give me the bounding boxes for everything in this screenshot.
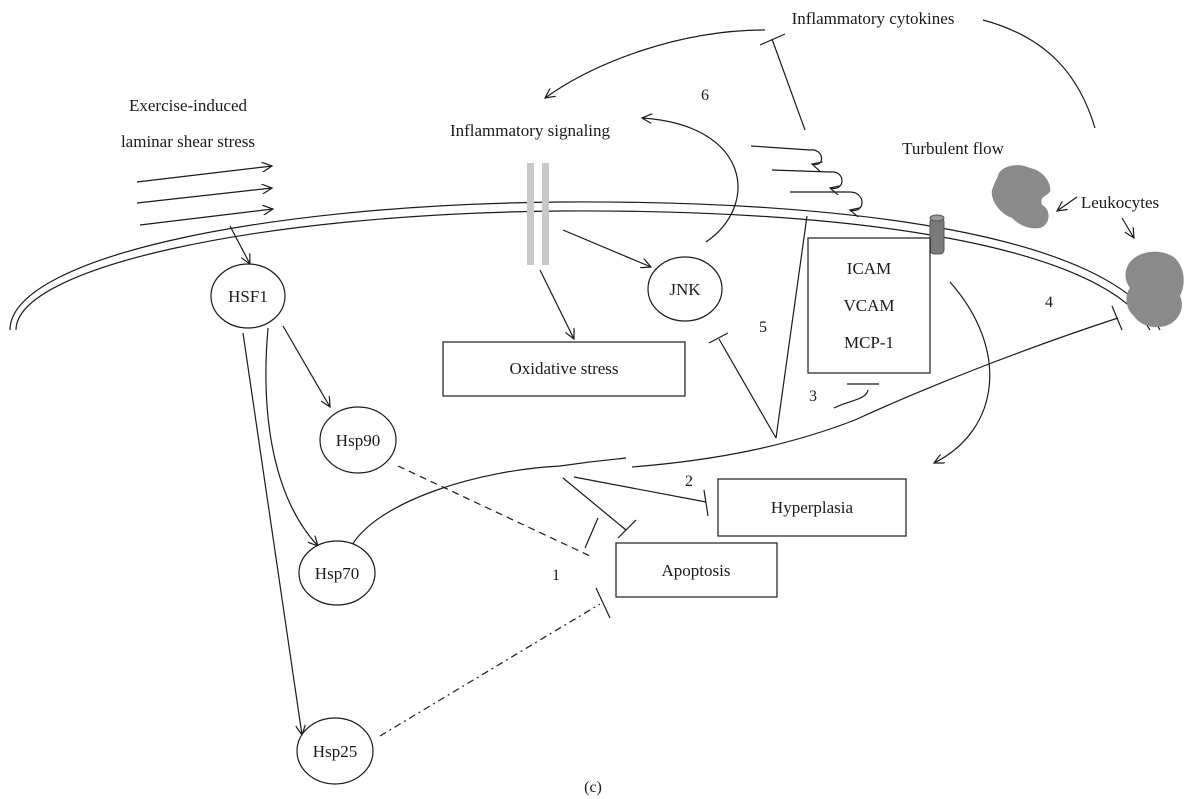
node-hsp70	[298, 540, 376, 606]
inhibition-lines	[351, 33, 1123, 619]
panel-caption: (c)	[584, 779, 602, 796]
leukocyte-blob	[991, 165, 1051, 229]
step-number-2: 2	[685, 473, 693, 490]
node-jnk	[647, 256, 723, 322]
label-leukocytes: Leukocytes	[1081, 193, 1159, 212]
step-number-1: 1	[552, 567, 560, 584]
shear-stress-arrows	[136, 166, 273, 226]
step-number-3: 3	[809, 388, 817, 405]
receptor-cylinder	[929, 214, 945, 255]
label-exercise-line2: laminar shear stress	[121, 132, 255, 151]
step-number-4: 4	[1045, 294, 1053, 311]
box-apoptosis-label: Apoptosis	[662, 561, 731, 580]
label-cytokines: Inflammatory cytokines	[792, 9, 955, 28]
hsp90-apoptosis-dashed	[397, 465, 591, 557]
label-inflammatory-signaling: Inflammatory signaling	[450, 121, 611, 140]
node-hsp25	[296, 717, 374, 785]
turbulent-flow-arrows	[750, 145, 863, 210]
membrane-channel	[527, 163, 549, 265]
box-adhesion-molecules	[807, 237, 931, 374]
hsp25-apoptosis-dashdot	[379, 603, 601, 737]
box-hyperplasia	[717, 478, 907, 537]
label-turbulent-flow: Turbulent flow	[902, 139, 1005, 158]
activation-arrows	[229, 19, 1134, 735]
label-exercise-line1: Exercise-induced	[129, 96, 247, 115]
box-apoptosis	[615, 542, 778, 598]
adhesion-mcp1-label: MCP-1	[844, 333, 894, 352]
step-number-6: 6	[701, 87, 709, 104]
box-hyperplasia-label: Hyperplasia	[771, 498, 854, 517]
node-hsp90	[319, 406, 397, 474]
adhesion-vcam-label: VCAM	[843, 296, 894, 315]
box-oxidative-stress-label: Oxidative stress	[509, 359, 618, 378]
node-hsp90-label: Hsp90	[336, 431, 380, 450]
leukocyte-blob-adherent	[1125, 251, 1184, 328]
box-oxidative-stress	[442, 341, 686, 397]
vessel-wall-inner	[15, 210, 1151, 331]
vessel-wall-outer	[9, 201, 1161, 331]
node-jnk-label: JNK	[669, 280, 701, 299]
step-number-5: 5	[759, 319, 767, 336]
node-hsf1	[210, 263, 286, 329]
node-hsp25-label: Hsp25	[313, 742, 357, 761]
adhesion-icam-label: ICAM	[847, 259, 891, 278]
node-hsf1-label: HSF1	[228, 287, 268, 306]
node-hsp70-label: Hsp70	[315, 564, 359, 583]
